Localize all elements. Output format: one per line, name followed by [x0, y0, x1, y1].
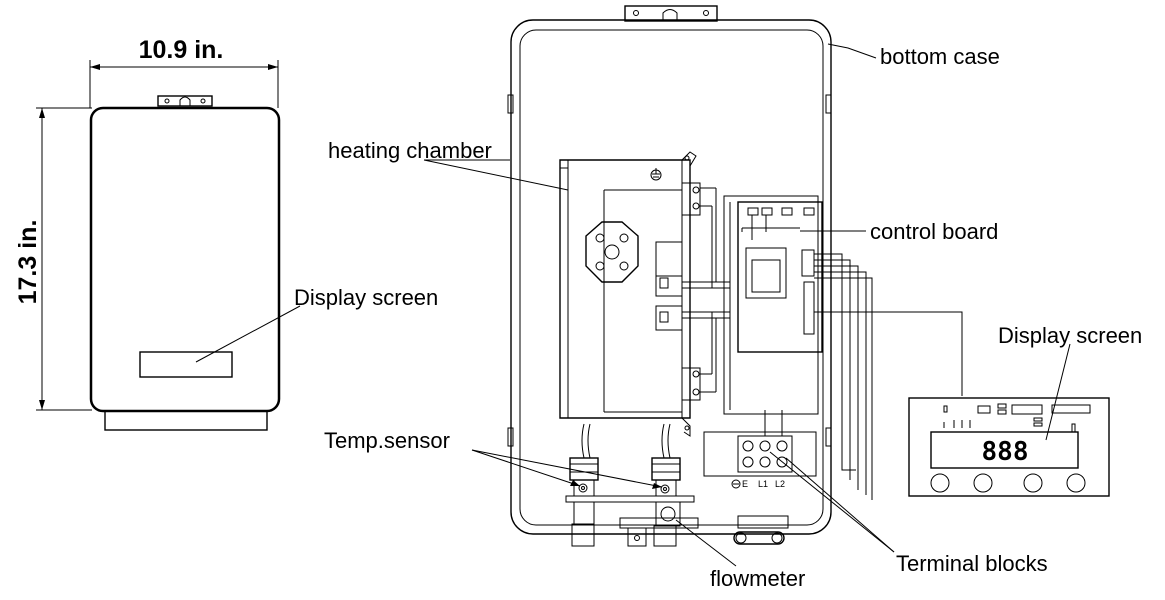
front-display-screen-label: Display screen [294, 285, 438, 310]
pipes [471, 423, 695, 547]
width-label: 10.9 in. [139, 36, 224, 64]
panel-button-1 [930, 473, 950, 493]
flowmeter [655, 501, 681, 527]
panel-button-2 [973, 473, 993, 493]
front-base [104, 410, 268, 431]
display-pcb [908, 397, 1110, 497]
control-board [723, 195, 963, 500]
height-dimension: 17.3 in. [14, 107, 92, 411]
top-bracket [624, 5, 718, 22]
flowmeter-label: flowmeter [710, 566, 805, 591]
front-display-window [139, 351, 233, 378]
temp-sensor-label: Temp.sensor [324, 428, 450, 453]
lcd-readout: 888 [982, 437, 1029, 467]
cable-gland [733, 531, 785, 545]
bottom-case-inner [519, 29, 824, 526]
internal-view: bottom case [324, 5, 1048, 591]
inlet-fitting [569, 457, 599, 481]
heating-chamber [423, 151, 730, 437]
terminal-l2-label: L2 [775, 479, 785, 489]
terminal-l1-label: L1 [758, 479, 768, 489]
front-cover [89, 106, 281, 413]
front-view: 10.9 in. 17.3 in. Display screen [14, 36, 438, 431]
panel-button-4 [1066, 473, 1086, 493]
bottom-case [510, 19, 832, 535]
control-board-label: control board [870, 219, 998, 244]
terminal-blocks-label: Terminal blocks [896, 551, 1048, 576]
terminal-e-label: E [742, 479, 748, 489]
bottom-brackets [619, 515, 789, 547]
outlet-fitting [651, 457, 681, 481]
heating-chamber-label: heating chamber [328, 138, 492, 163]
width-dimension: 10.9 in. [89, 36, 279, 108]
panel-display-screen-label: Display screen [998, 323, 1142, 348]
lcd-window [930, 431, 1079, 469]
display-panel: 888 Display screen [908, 323, 1142, 497]
terminal-blocks: E L1 L2 [703, 410, 895, 553]
mounting-bracket [157, 95, 213, 107]
panel-button-3 [1023, 473, 1043, 493]
bottom-case-label: bottom case [880, 44, 1000, 69]
height-label: 17.3 in. [14, 220, 42, 305]
